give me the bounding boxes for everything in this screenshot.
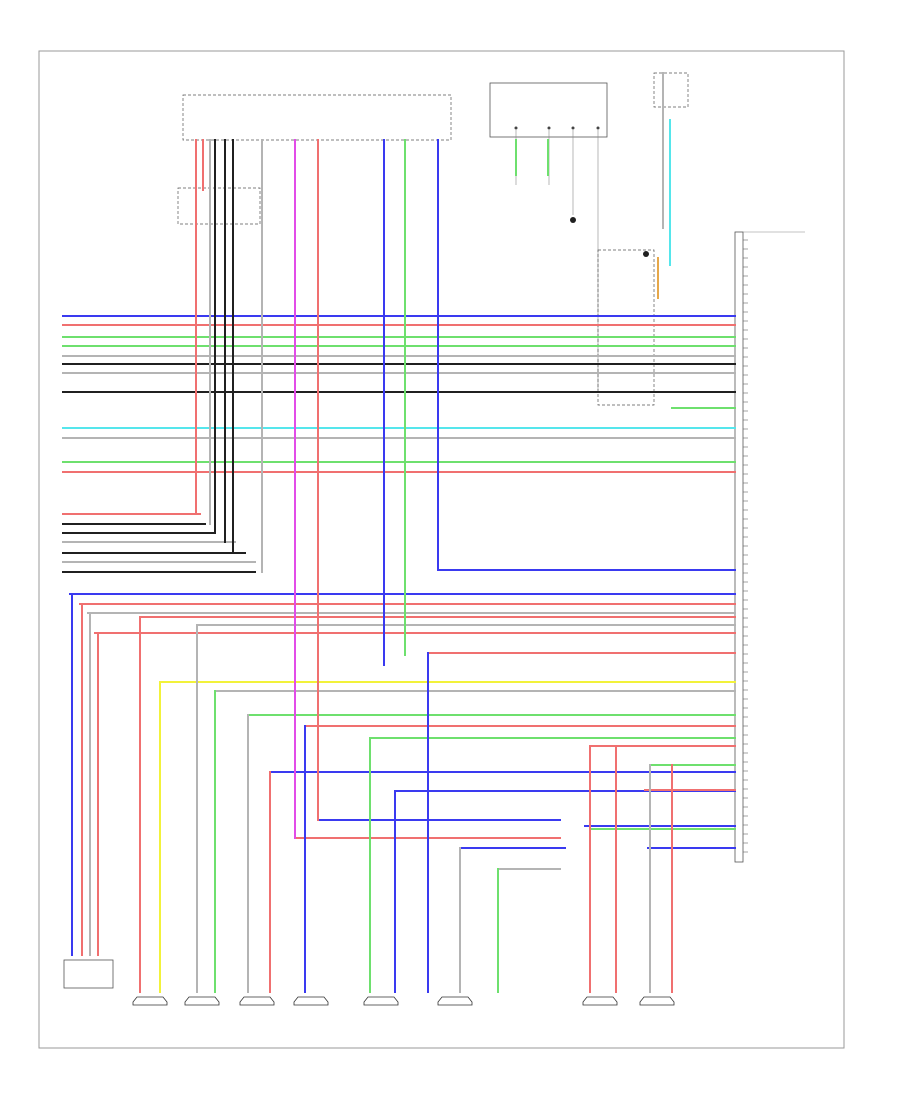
top-mid-pin	[571, 126, 575, 130]
top-left-module	[182, 94, 452, 141]
speaker-symbol	[582, 996, 618, 1006]
top-right-switch-box	[653, 72, 689, 108]
diagram-frame	[38, 50, 845, 1049]
speaker	[184, 996, 220, 1006]
left-bottom-connector-box	[63, 959, 114, 989]
speaker	[363, 996, 399, 1006]
speaker	[639, 996, 675, 1006]
amplifier-connector-strip	[734, 231, 744, 863]
main-amplifier	[734, 231, 805, 863]
ground-symbol	[643, 251, 649, 257]
top-mid-pin	[547, 126, 551, 130]
inline-connector-box	[177, 187, 261, 225]
top-mid-pin	[514, 126, 518, 130]
ground-splice-box	[597, 249, 655, 406]
speaker	[132, 996, 168, 1006]
speaker-symbol	[639, 996, 675, 1006]
top-left-module-box	[182, 94, 452, 141]
top-mid-pin	[596, 126, 600, 130]
top-mid-module	[489, 82, 608, 390]
wires-layer	[62, 72, 748, 993]
speakers-layer	[132, 996, 675, 1006]
speaker-symbol	[184, 996, 220, 1006]
left-bottom-connector	[63, 959, 114, 989]
speaker-symbol	[293, 996, 329, 1006]
speaker-symbol	[239, 996, 275, 1006]
ground-symbol	[570, 217, 576, 223]
speaker	[582, 996, 618, 1006]
speaker	[239, 996, 275, 1006]
speaker-symbol	[437, 996, 473, 1006]
speaker	[293, 996, 329, 1006]
speaker-symbol	[363, 996, 399, 1006]
speaker-symbol	[132, 996, 168, 1006]
top-right-switch	[653, 72, 689, 108]
speaker	[437, 996, 473, 1006]
